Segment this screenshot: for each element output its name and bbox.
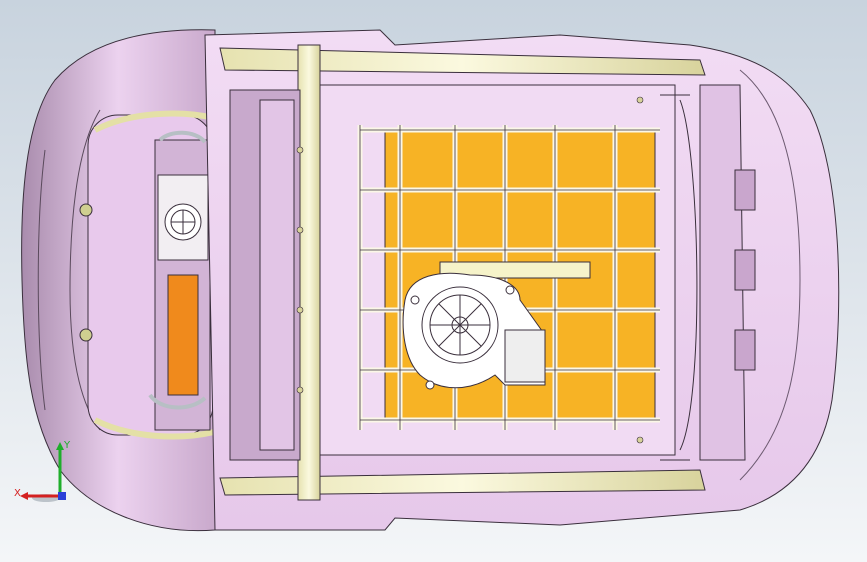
orientation-triad[interactable]: X Y [14, 440, 74, 510]
fasteners [296, 96, 644, 444]
backrest-internals [148, 130, 211, 431]
x-axis-label: X [14, 488, 21, 499]
seat-blower-fan[interactable] [402, 272, 546, 390]
front-bolster [660, 94, 698, 461]
fan-motor [504, 329, 546, 383]
z-axis-marker [58, 492, 66, 500]
heater-strip [167, 274, 199, 396]
fan-mount-bracket [439, 261, 591, 279]
y-axis-label: Y [64, 440, 71, 451]
axis-triad-graphic [20, 442, 66, 502]
